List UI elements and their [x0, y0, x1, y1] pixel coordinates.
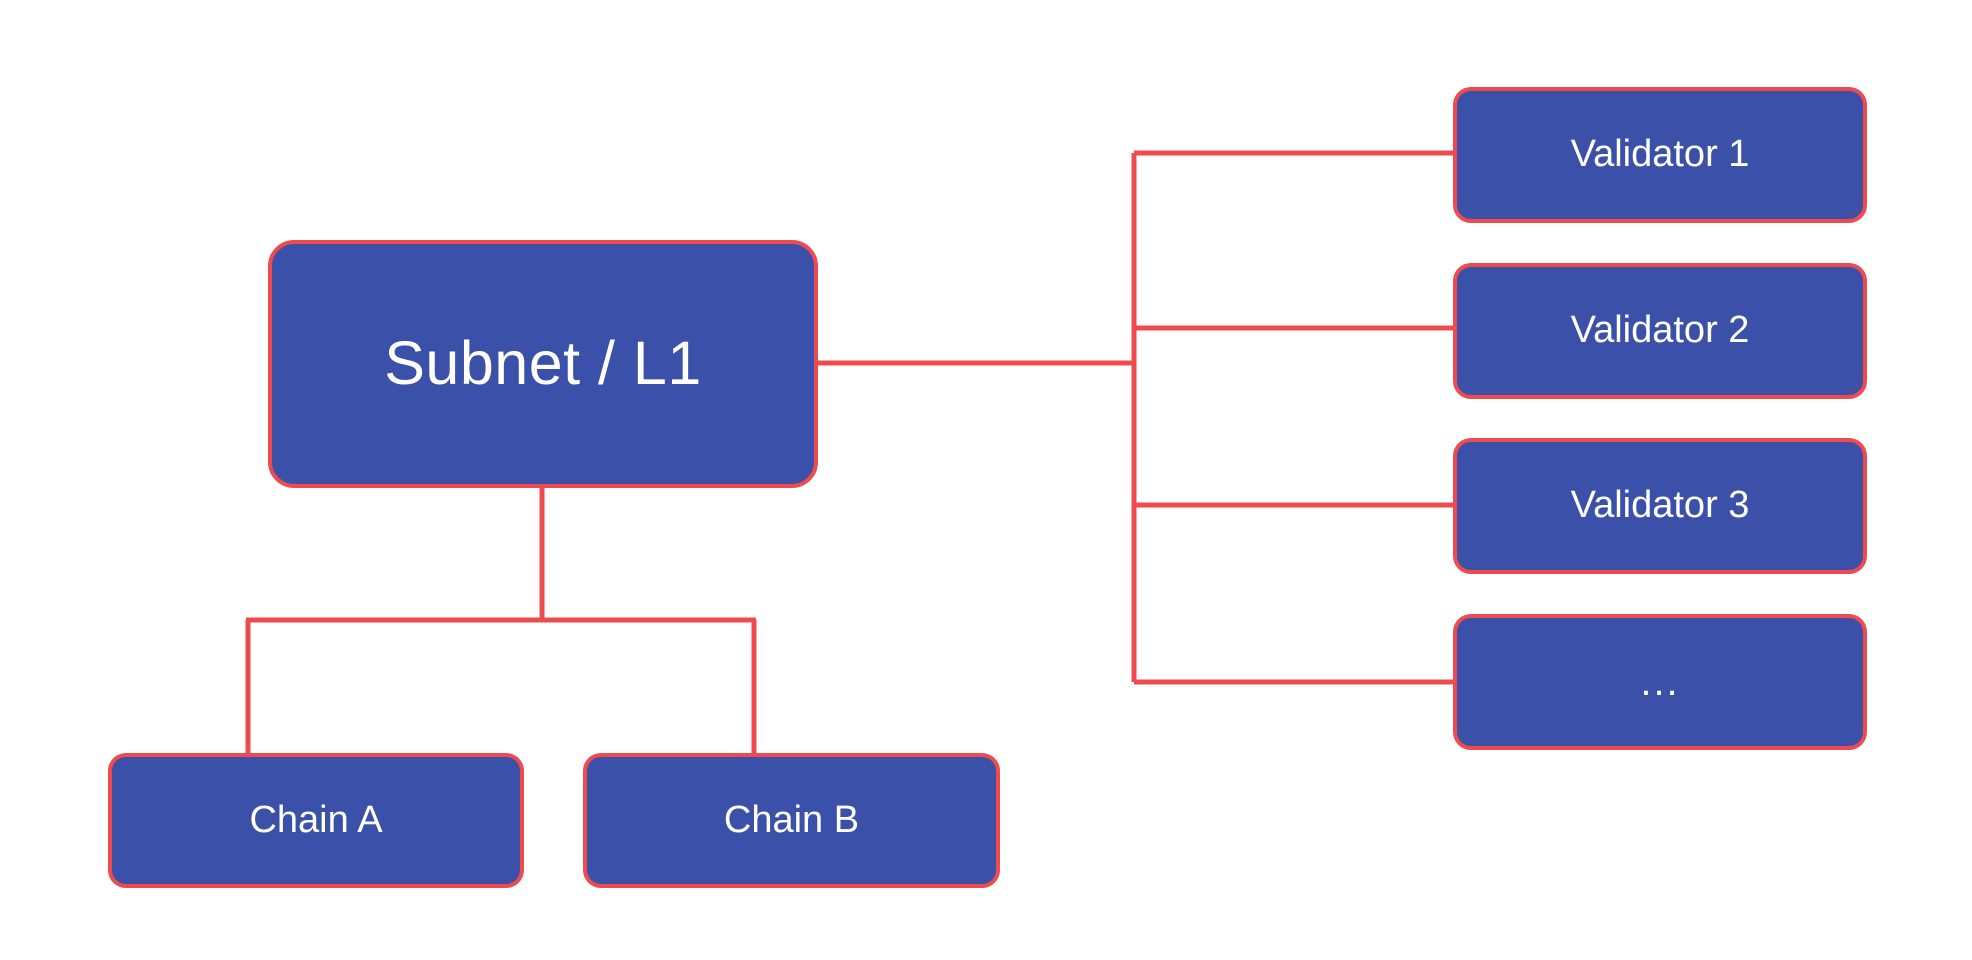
node-validator-3[interactable]: Validator 3 — [1453, 438, 1867, 574]
node-validator-1-label: Validator 1 — [1570, 133, 1750, 176]
node-subnet-l1[interactable]: Subnet / L1 — [268, 240, 818, 488]
node-validator-3-label: Validator 3 — [1570, 484, 1750, 527]
node-validator-2[interactable]: Validator 2 — [1453, 263, 1867, 399]
node-validator-1[interactable]: Validator 1 — [1453, 87, 1867, 223]
node-validator-2-label: Validator 2 — [1570, 309, 1750, 352]
node-more-validators-label: ... — [1640, 660, 1680, 704]
node-chain-b[interactable]: Chain B — [583, 753, 1000, 888]
node-chain-a-label: Chain A — [249, 798, 383, 841]
node-chain-b-label: Chain B — [723, 798, 860, 841]
node-more-validators[interactable]: ... — [1453, 614, 1867, 750]
node-chain-a[interactable]: Chain A — [108, 753, 524, 888]
node-subnet-l1-label: Subnet / L1 — [384, 329, 702, 398]
